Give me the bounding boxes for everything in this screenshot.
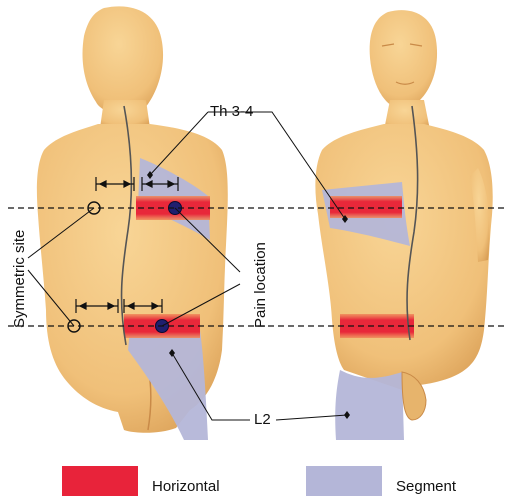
front-segment-lower — [335, 370, 404, 440]
legend-swatch-horizontal — [62, 466, 138, 496]
back-view-figure — [37, 6, 228, 440]
legend-swatch-segment — [306, 466, 382, 496]
back-head — [83, 6, 164, 114]
legend: Horizontal Segment — [62, 466, 457, 496]
label-symmetric-site: Symmetric site — [11, 230, 28, 328]
label-l2: L2 — [254, 411, 271, 428]
front-torso — [315, 124, 492, 392]
label-pain-location: Pain location — [252, 242, 269, 328]
front-horizontal-band-upper — [330, 196, 402, 218]
legend-label-horizontal: Horizontal — [152, 478, 220, 495]
label-th-3-4: Th 3-4 — [210, 103, 253, 120]
legend-label-segment: Segment — [396, 478, 457, 495]
front-view-figure — [315, 10, 492, 440]
front-head — [370, 10, 437, 108]
